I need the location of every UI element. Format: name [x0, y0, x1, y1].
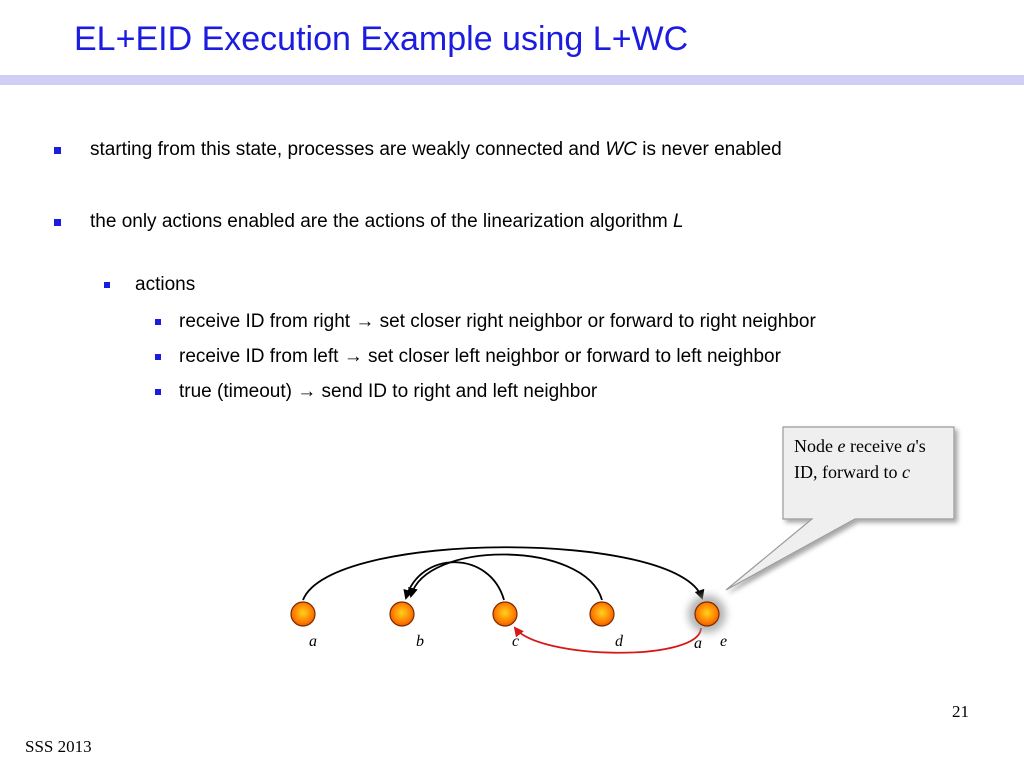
bullet-receive-left: receive ID from left → set closer left n…: [155, 346, 781, 368]
bullet-text: the only actions enabled are the actions…: [90, 211, 674, 232]
callout-text: Node e receive a's ID, forward to c: [794, 433, 944, 485]
bullet-square-icon: [54, 219, 61, 226]
node-label-e: e: [720, 633, 728, 650]
node-label-b: b: [416, 633, 424, 650]
bullet-actions: actions: [104, 274, 196, 296]
node-e: [694, 601, 720, 627]
callout-bubble: [725, 426, 955, 591]
bullet-emphasis: WC: [605, 139, 638, 160]
bullet-text: true (timeout) → send ID to right and le…: [179, 381, 598, 402]
bullet-linearization: the only actions enabled are the actions…: [54, 211, 684, 233]
footer-text: SSS 2013: [25, 737, 92, 756]
bullet-text-tail: is never enabled: [637, 139, 782, 160]
callout-text-part: 's ID, forward to: [794, 436, 926, 482]
bullet-emphasis: L: [673, 211, 684, 232]
bullet-text: receive ID from left → set closer left n…: [179, 346, 781, 367]
callout-node-c: c: [901, 462, 910, 482]
bullet-square-icon: [155, 389, 161, 395]
bullet-square-icon: [155, 354, 161, 360]
bullet-square-icon: [155, 319, 161, 325]
callout-text-part: Node: [794, 436, 838, 456]
arc-c-to-b: [403, 561, 505, 601]
node-a: [290, 601, 316, 627]
message-label: a: [694, 635, 702, 652]
node-label-c: c: [512, 633, 520, 650]
arc-d-to-b: [408, 553, 603, 601]
bullet-square-icon: [54, 147, 61, 154]
bullet-text: actions: [135, 274, 196, 295]
bullet-receive-right: receive ID from right → set closer right…: [155, 311, 816, 333]
node-c: [492, 601, 518, 627]
bullet-weakly-connected: starting from this state, processes are …: [54, 139, 782, 161]
callout-node-e: e: [837, 436, 846, 456]
page-number: 21: [952, 702, 969, 721]
slide-title: EL+EID Execution Example using L+WC: [74, 20, 689, 58]
bullet-text: starting from this state, processes are …: [90, 139, 606, 160]
node-d: [589, 601, 615, 627]
node-b: [389, 601, 415, 627]
title-underline-bar: [0, 75, 1024, 85]
bullet-timeout: true (timeout) → send ID to right and le…: [155, 381, 598, 403]
node-label-d: d: [615, 633, 623, 650]
node-label-a: a: [309, 633, 317, 650]
bullet-text: receive ID from right → set closer right…: [179, 311, 816, 332]
callout-text-part: receive: [845, 436, 907, 456]
arc-a-to-e: [302, 546, 705, 601]
callout-node-a: a: [906, 436, 916, 456]
bullet-square-icon: [104, 282, 110, 288]
message-arrow-e-to-c: [513, 626, 702, 654]
